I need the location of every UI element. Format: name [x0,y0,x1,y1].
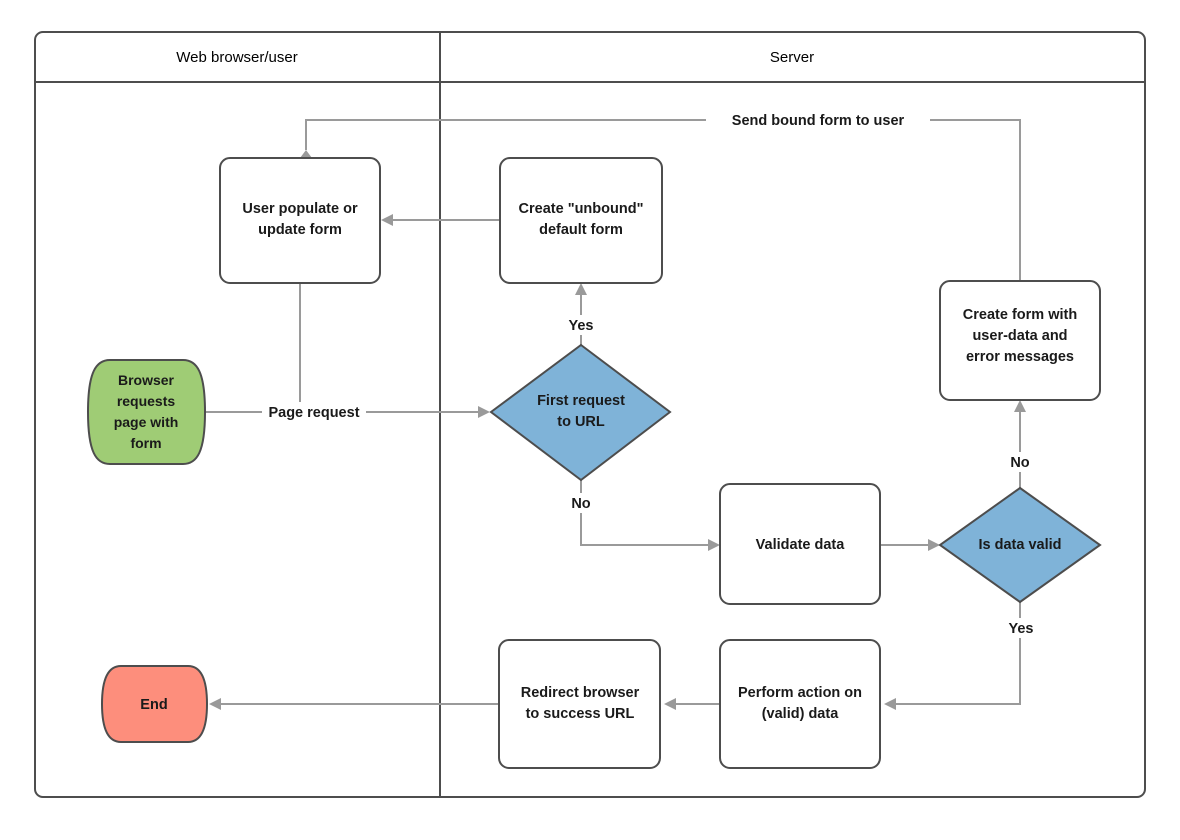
node-end[interactable]: End [100,665,209,743]
edge-arrowhead [928,539,940,551]
edge-arrowhead [381,214,393,226]
node-shape[interactable] [219,157,381,284]
node-label-line-3: error messages [966,349,1074,365]
edge-label-yes-is-data-valid: Yes [1009,621,1034,637]
node-label-line-1: Create "unbound" [519,201,644,217]
node-browser-requests-page-with-form[interactable]: Browser requests page with form [86,359,207,465]
node-redirect-browser-to-success-url[interactable]: Redirect browser to success URL [498,639,661,769]
edge-redirect-to-end [209,698,499,710]
node-label-line-2: requests [117,393,176,409]
node-shape[interactable] [938,486,1102,604]
node-label-line-1: Create form with [963,307,1077,323]
node-create-unbound-default-form[interactable]: Create "unbound" default form [499,157,663,284]
edge-label-bg [562,315,600,335]
lane-title-server: Server [770,49,814,66]
edge-first-request-no: No [562,480,720,551]
edge-label-bg [262,402,366,422]
edge-is-data-valid-yes: Yes [884,602,1043,710]
node-label-line-4: form [130,435,161,451]
edge-label-bg [1001,618,1043,638]
node-label-line-1: First request [537,393,625,409]
node-label-line-2: user-data and [972,328,1067,344]
node-label-line-1: End [140,697,167,713]
edge-label-page-request: Page request [268,405,359,421]
node-label-line-2: default form [539,222,623,238]
edge-arrowhead [708,539,720,551]
node-perform-action-on-valid-data[interactable]: Perform action on (valid) data [719,639,881,769]
edge-label-bg [1001,452,1039,472]
node-label-line-2: update form [258,222,342,238]
node-validate-data[interactable]: Validate data [719,483,881,605]
edge-perform-action-to-redirect [664,698,720,710]
node-create-form-with-user-data-and-error-messages[interactable]: Create form with user-data and error mes… [939,280,1101,401]
node-label-line-1: Browser [118,372,175,388]
node-label-line-2: to URL [557,414,605,430]
node-shape[interactable] [499,157,663,284]
edge-arrowhead [664,698,676,710]
node-shape[interactable] [719,483,881,605]
edge-arrowhead [575,283,587,295]
edge-validate-to-is-data-valid [880,539,940,551]
node-shape[interactable] [86,359,207,465]
node-label-line-2: to success URL [526,706,635,722]
edge-arrowhead [209,698,221,710]
edge-arrowhead [478,406,490,418]
node-user-populate-or-update-form[interactable]: User populate or update form [219,157,381,284]
edge-is-data-valid-no: No [1001,400,1039,488]
edge-send-bound-form-to-user: Send bound form to user [300,110,1021,281]
edge-arrowhead [1014,400,1026,412]
edge-path [305,119,1021,281]
node-label-line-1: Perform action on [738,685,862,701]
node-label-line-1: User populate or [242,201,358,217]
edge-arrowhead [884,698,896,710]
node-label-line-1: Validate data [756,537,846,553]
node-shape[interactable] [939,280,1101,401]
node-shape[interactable] [498,639,661,769]
edge-arrowhead [300,150,312,158]
edge-label-bg [562,493,600,513]
node-first-request-to-url[interactable]: First request to URL [489,343,672,482]
edge-first-request-yes: Yes [562,283,600,345]
edge-label-yes-first-request: Yes [569,318,594,334]
node-shape[interactable] [489,343,672,482]
node-label-line-1: Is data valid [978,537,1061,553]
node-shape[interactable] [100,665,209,743]
edge-page-request: Page request [205,402,490,422]
edge-label-no-is-data-valid: No [1010,455,1029,471]
edge-unbound-to-populate [381,214,500,226]
node-label-line-3: page with [114,414,179,430]
edge-label-bg [706,110,930,130]
lane-title-browser: Web browser/user [176,49,297,66]
edge-layer: Send bound form to user Page request Yes [205,110,1043,710]
edge-label-no-first-request: No [571,496,590,512]
node-is-data-valid[interactable]: Is data valid [938,486,1102,604]
node-label-line-2: (valid) data [762,706,839,722]
edge-label-send-bound-form: Send bound form to user [732,113,905,129]
node-layer: User populate or update form Create "unb… [86,157,1102,769]
node-shape[interactable] [719,639,881,769]
node-label-line-1: Redirect browser [521,685,640,701]
